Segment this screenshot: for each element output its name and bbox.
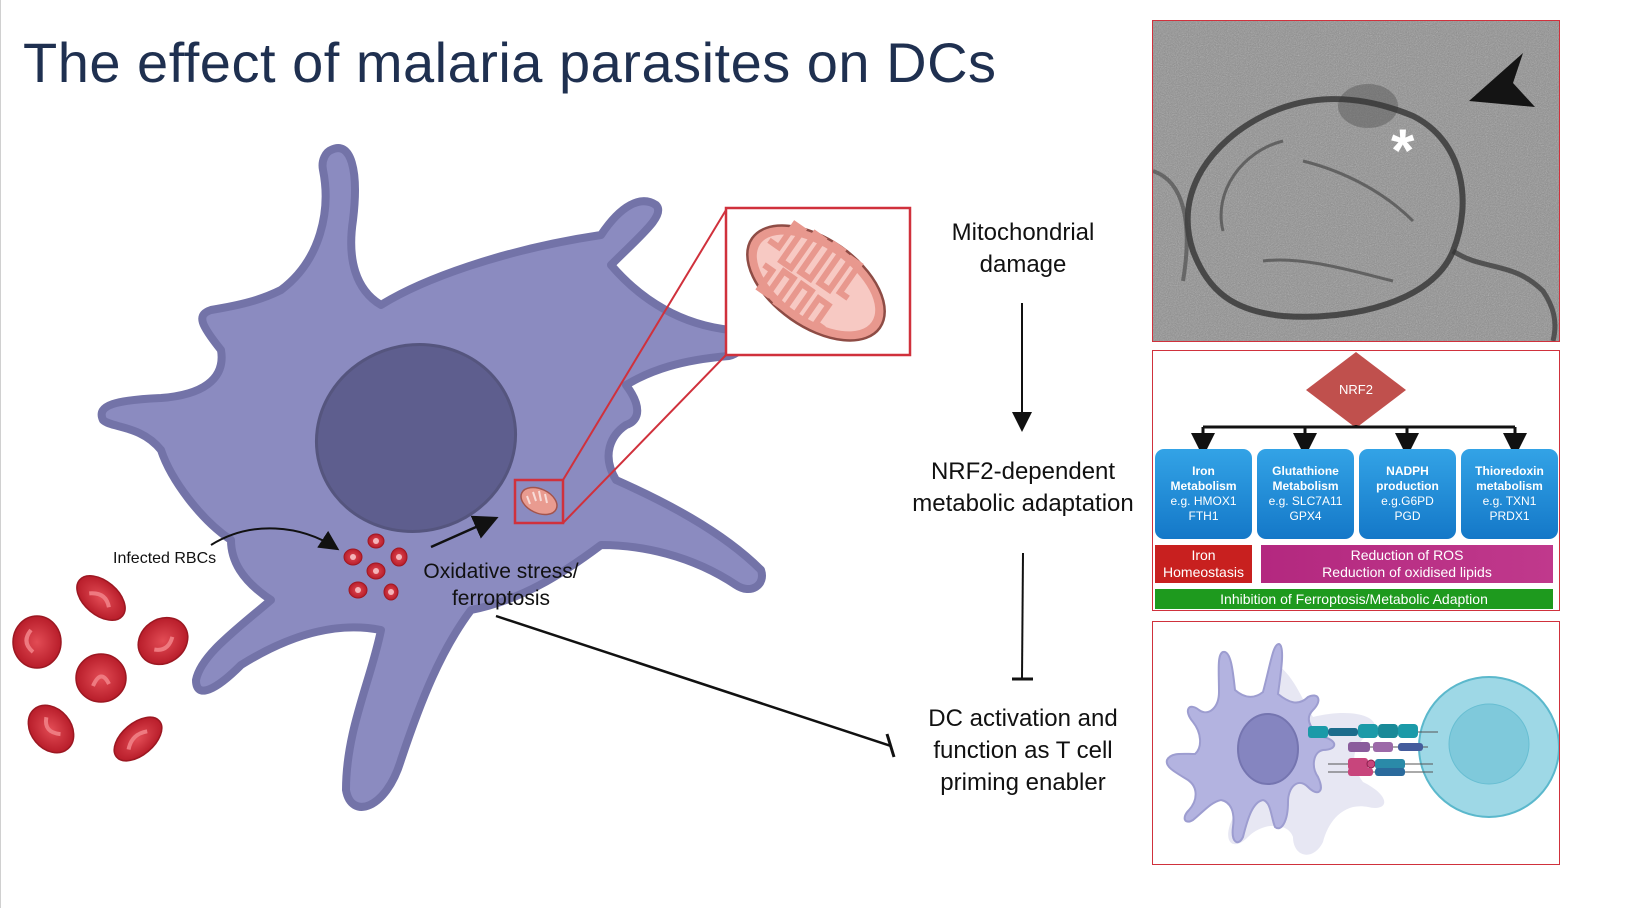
dc-tcell-panel [1152, 621, 1560, 865]
nrf2-box-thioredoxin-ex1: e.g. TXN1 [1482, 494, 1537, 508]
nrf2-box-thioredoxin: Thioredoxin metabolism e.g. TXN1 PRDX1 [1461, 449, 1558, 539]
receptor-complexes [1308, 724, 1438, 776]
flow-step-dc-activation: DC activation and function as T cell pri… [901, 703, 1145, 799]
nrf2-box-glutathione-title2: Metabolism [1272, 479, 1339, 493]
infected-rbcs-label: Infected RBCs [113, 550, 217, 567]
slide-title: The effect of malaria parasites on DCs [23, 31, 997, 94]
nrf2-box-iron-ex1: e.g. HMOX1 [1170, 494, 1237, 508]
reduction-line1: Reduction of ROS [1350, 547, 1464, 563]
em-micrograph: * [1153, 21, 1559, 341]
oxidative-stress-line2: ferroptosis [451, 587, 551, 610]
nrf2-box-glutathione: Glutathione Metabolism e.g. SLC7A11 GPX4 [1257, 449, 1354, 539]
nrf2-box-thioredoxin-ex2: PRDX1 [1489, 509, 1530, 523]
inhibition-line-long [495, 614, 892, 748]
asterisk-icon: * [1391, 117, 1415, 184]
em-micrograph-panel: * [1152, 20, 1560, 342]
reduction-line2: Reduction of oxidised lipids [1322, 564, 1492, 580]
nrf2-pathway-panel: NRF2 Iron Metabolism e.g. HMOX1 FTH1 Glu… [1152, 350, 1560, 611]
flow-step-nrf2-adaptation: NRF2-dependent metabolic adaptation [896, 456, 1150, 520]
nrf2-diamond [1306, 352, 1406, 428]
nrf2-box-nadph: NADPH production e.g.G6PD PGD [1359, 449, 1456, 539]
oxidative-stress-label: Oxidative stress/ ferroptosis [411, 558, 591, 612]
dendritic-cell-illustration [12, 144, 1033, 811]
nrf2-box-glutathione-ex1: e.g. SLC7A11 [1268, 494, 1343, 508]
flow-step-mitochondrial-damage: Mitochondrial damage [901, 217, 1145, 281]
flow-step3-line1: DC activation and [928, 705, 1118, 732]
extracellular-rbcs [12, 575, 189, 762]
nucleus [314, 343, 518, 533]
flow-step2-line1: NRF2-dependent [930, 458, 1116, 485]
nrf2-box-nadph-ex1: e.g.G6PD [1381, 494, 1434, 508]
nrf2-box-nadph-ex2: PGD [1394, 509, 1421, 523]
nrf2-box-iron-title2: Metabolism [1170, 479, 1237, 493]
inhibition-band: Inhibition of Ferroptosis/Metabolic Adap… [1155, 589, 1553, 609]
infected-rbc-arrow [210, 527, 340, 551]
flow-step1-line2: damage [979, 251, 1067, 278]
iron-homeostasis-line2: Homeostasis [1163, 564, 1244, 580]
iron-homeostasis-line1: Iron [1191, 547, 1216, 563]
reduction-band: Reduction of ROS Reduction of oxidised l… [1261, 545, 1553, 583]
nrf2-box-iron-ex2: FTH1 [1188, 509, 1219, 523]
nrf2-box-thioredoxin-title2: metabolism [1476, 479, 1543, 493]
nrf2-box-glutathione-ex2: GPX4 [1289, 509, 1322, 523]
nrf2-box-nadph-title1: NADPH [1386, 464, 1429, 478]
iron-homeostasis-band: Iron Homeostasis [1155, 545, 1252, 583]
mitochondrion-zoom-box-small [513, 478, 565, 525]
t-cell-nucleus [1448, 703, 1530, 785]
flow-step3-line3: priming enabler [940, 769, 1106, 796]
nrf2-box-thioredoxin-title1: Thioredoxin [1475, 464, 1544, 478]
large-mitochondrion [746, 220, 886, 342]
nrf2-box-glutathione-title1: Glutathione [1272, 464, 1339, 478]
nrf2-box-nadph-title2: production [1376, 479, 1439, 493]
nrf2-box-iron: Iron Metabolism e.g. HMOX1 FTH1 [1155, 449, 1252, 539]
nrf2-tree [1191, 352, 1527, 457]
inhibition-band-label: Inhibition of Ferroptosis/Metabolic Adap… [1220, 590, 1488, 607]
flow-inhibition-line [1021, 552, 1024, 679]
flow-step1-line1: Mitochondrial [951, 219, 1095, 246]
nrf2-root-label: NRF2 [1339, 382, 1373, 397]
oxidative-arrow [430, 515, 499, 549]
nrf2-box-iron-title1: Iron [1192, 464, 1215, 478]
oxidative-stress-line1: Oxidative stress/ [423, 560, 579, 583]
small-dc-nucleus [1237, 713, 1299, 785]
arrowhead-icon [1469, 53, 1535, 107]
flow-step2-line2: metabolic adaptation [912, 490, 1134, 517]
small-mitochondrion [520, 486, 558, 516]
dc-tcell-illustration [1165, 642, 1560, 855]
intracellular-infected-rbcs [343, 533, 408, 601]
flow-step3-line2: function as T cell [933, 737, 1113, 764]
